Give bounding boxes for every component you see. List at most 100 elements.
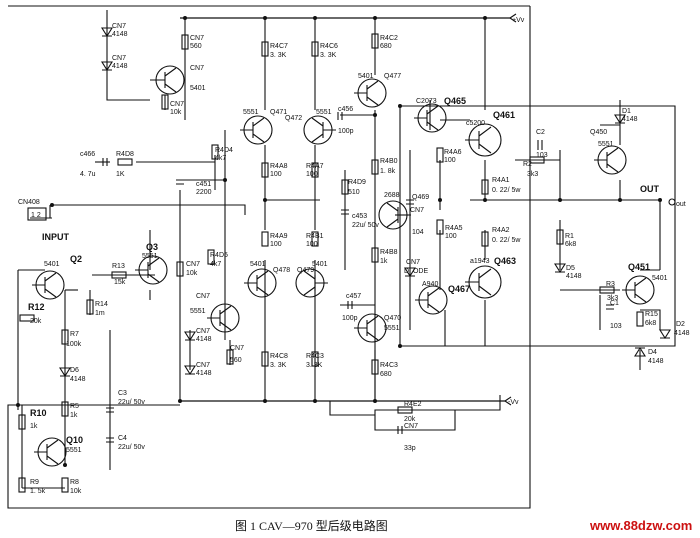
label-cn7-di-val: DI ODE (404, 268, 428, 275)
diode-d4 (634, 346, 646, 357)
label-q469-val: 2688 (384, 192, 400, 199)
label-r4b1-val: 100 (306, 241, 318, 248)
label-c456-val: 100p (338, 128, 354, 135)
label-cn7-h-val: 33p (404, 445, 416, 452)
label-r4a8-ref: R4A8 (270, 163, 288, 170)
label-r5-val: 1k (70, 412, 78, 419)
label-q467-val: A940 (422, 281, 438, 288)
diode-d5 (554, 263, 566, 274)
label-r4a8-val: 100 (270, 171, 282, 178)
capacitor-c453 (341, 209, 349, 215)
label-cn7-f-ref: CN7 (230, 345, 244, 352)
label-r4d8-ref: R4D8 (116, 151, 134, 158)
resistor-r4a2 (481, 231, 489, 247)
resistor-cn7-10k-b (176, 261, 184, 277)
label-r15-ref: R15 (645, 311, 658, 318)
label-q465-val: C2073 (416, 98, 437, 105)
transistor-cn7-q (150, 65, 185, 95)
transistor-q471 (240, 115, 273, 145)
label-r4c2-ref: R4C2 (380, 35, 398, 42)
labels: CN7 4148 CN7 4148 CN7 560 CN7 10k CN7 54… (18, 17, 690, 495)
label-r4c3b-ref: R4C3 (380, 362, 398, 369)
label-d4-val: 4148 (648, 358, 664, 365)
resistor-r13 (111, 271, 127, 279)
label-c2-val: 103 (536, 152, 548, 159)
transistor-q2 (32, 270, 65, 300)
label-r4c8-val: 3. 3K (270, 362, 287, 369)
label-c453-val: 22u/ 50v (352, 222, 379, 229)
label-r14-ref: R14 (95, 301, 108, 308)
label-r4a9-ref: R4A9 (270, 233, 288, 240)
label-q478-val: 5401 (250, 261, 266, 268)
resistor-r4b8 (371, 247, 379, 263)
label-input: INPUT (42, 232, 70, 242)
label-r4c8-ref: R4C8 (270, 353, 288, 360)
label-c1-ref: C1 (610, 300, 619, 307)
resistor-r4a8 (261, 162, 269, 178)
resistor-r3 (599, 286, 615, 294)
label-d1-val: 4148 (622, 116, 638, 123)
transistor-q450 (594, 145, 627, 175)
label-q451-ref: Q451 (628, 262, 650, 272)
label-r4d4-val: 4k7 (215, 155, 226, 162)
label-r4a2-val: 0. 22/ 5w (492, 237, 521, 244)
label-cn7-d-ref: CN7 (186, 261, 200, 268)
resistor-r4a5 (436, 219, 444, 235)
label-q477-val: 5401 (358, 73, 374, 80)
transistor-q451 (622, 275, 655, 305)
resistor-r2 (529, 156, 545, 164)
label-q10-val: 5551 (66, 447, 82, 454)
resistor-r4c7 (261, 41, 269, 57)
label-r4a6-ref: R4A6 (444, 149, 462, 156)
resistor-r1 (556, 229, 564, 245)
label-q470-ref: Q470 (384, 315, 401, 322)
label-q3-ref: Q3 (146, 242, 158, 252)
label-d1-ref: D1 (622, 108, 631, 115)
transistor-q479 (295, 268, 328, 298)
label-cn7-q-val: 5401 (190, 85, 206, 92)
transistor-q3 (135, 255, 168, 285)
transistor-q477 (354, 78, 387, 108)
watermark: www.88dzw.com (589, 518, 692, 533)
resistor-r15 (636, 311, 644, 327)
label-out-term: out (676, 201, 686, 208)
label-d2-ref: D2 (676, 321, 685, 328)
label-q2-ref: Q2 (70, 254, 82, 264)
label-q463-val: a1943 (470, 258, 490, 265)
capacitor-cn7-33p (397, 426, 403, 434)
label-r4d5-val: 4k7 (210, 261, 221, 268)
label-r4a7-val: 100 (306, 171, 318, 178)
transistor-q478 (244, 268, 277, 298)
label-q479-val: 5401 (312, 261, 328, 268)
capacitor-c456 (337, 112, 343, 120)
label-q461-val: c5200 (466, 120, 485, 127)
label-d5-ref: D5 (566, 265, 575, 272)
resistor-r7 (61, 329, 69, 345)
label-cn7-a-val: 4148 (112, 31, 128, 38)
label-d2-val: 4148 (674, 330, 690, 337)
label-r8-val: 10k (70, 488, 82, 495)
label-cn7-di-ref: CN7 (406, 259, 420, 266)
capacitor-c4 (106, 437, 114, 443)
resistor-r4d5 (207, 249, 215, 265)
label-r4a7-ref: R4A7 (306, 163, 324, 170)
label-c457-val: 100p (342, 315, 358, 322)
label-c456-ref: c456 (338, 106, 353, 113)
resistor-r4c6 (311, 41, 319, 57)
label-r4a6-val: 100 (444, 157, 456, 164)
label-d6-ref: D6 (70, 367, 79, 374)
resistor-r4d4 (211, 144, 219, 160)
resistor-r5 (61, 401, 69, 417)
capacitor-c466 (102, 158, 108, 166)
label-c2-ref: C2 (536, 129, 545, 136)
label-cn7-r2-val: 10k (170, 109, 182, 116)
label-cn7-r1-val: 560 (190, 43, 202, 50)
label-r8-ref: R8 (70, 479, 79, 486)
label-r4b8-val: 1k (380, 258, 388, 265)
label-r2-ref: R2 (523, 161, 532, 168)
label-r5-ref: R5 (70, 403, 79, 410)
label-out: OUT (640, 184, 660, 194)
transistor-q10 (34, 437, 67, 467)
resistor-r4d8 (117, 158, 133, 166)
